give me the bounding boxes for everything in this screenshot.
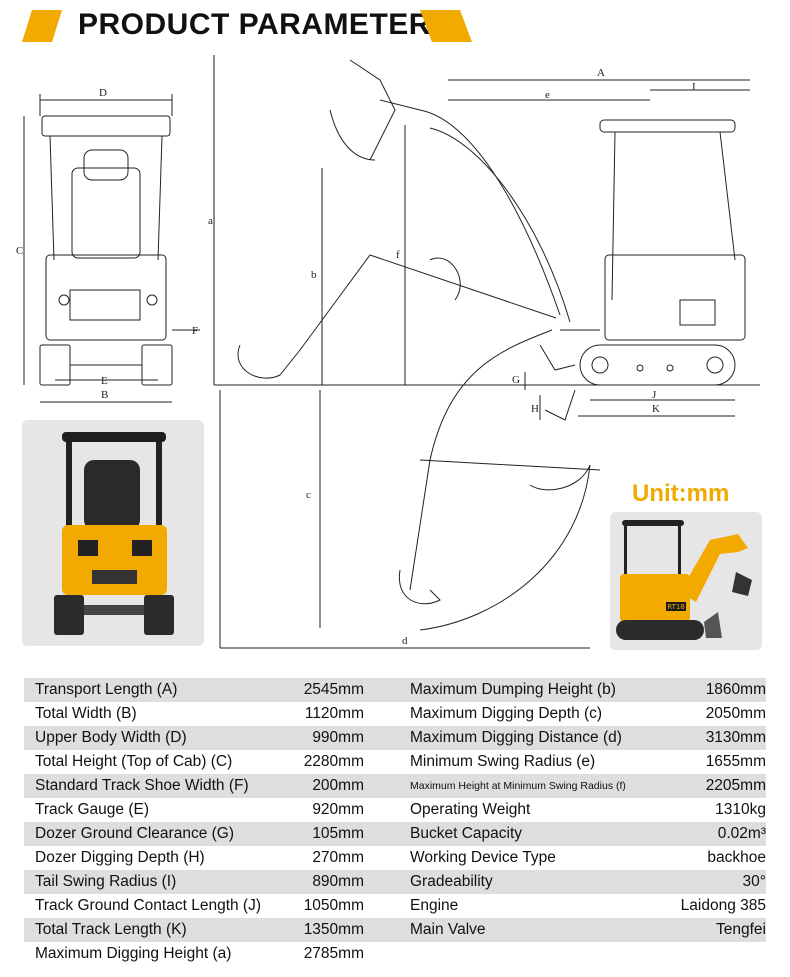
dim-label-c-lower: c: [306, 489, 311, 501]
table-row: Dozer Digging Depth (H) 270mm Working De…: [24, 846, 766, 870]
spec-label: Operating Weight: [410, 801, 531, 818]
spec-value: 30°: [742, 873, 766, 890]
model-badge: RT18: [667, 603, 685, 611]
table-row: Standard Track Shoe Width (F) 200mm Maxi…: [24, 774, 766, 798]
dim-label-f-upper: F: [192, 325, 198, 337]
spec-value: backhoe: [707, 849, 766, 866]
dim-label-f-lower: f: [396, 249, 400, 261]
side-view-drawing: [213, 55, 760, 649]
dim-label-i-upper: I: [692, 81, 696, 93]
spec-value: 2050mm: [705, 705, 766, 722]
table-row: Track Ground Contact Length (J) 1050mm E…: [24, 894, 766, 918]
spec-label: Maximum Digging Depth (c): [410, 705, 603, 722]
spec-value: 0.02m³: [717, 825, 766, 842]
dim-label-h-upper: H: [531, 403, 539, 415]
product-photo-side: RT18: [610, 512, 762, 650]
spec-label: Track Gauge (E): [35, 801, 149, 818]
spec-label: Engine: [410, 897, 459, 914]
spec-label: Main Valve: [410, 921, 486, 938]
unit-label: Unit:mm: [632, 480, 730, 507]
excavator-side-image: RT18: [610, 512, 762, 650]
excavator-rear-image: [22, 420, 204, 646]
header-accent-right: [420, 10, 472, 42]
spec-label: Minimum Swing Radius (e): [410, 753, 596, 770]
spec-value: 2785mm: [303, 945, 364, 962]
table-row: Total Track Length (K) 1350mm Main Valve…: [24, 918, 766, 942]
table-row: Total Height (Top of Cab) (C) 2280mm Min…: [24, 750, 766, 774]
header-accent-left: [22, 10, 62, 42]
spec-value: 3130mm: [705, 729, 766, 746]
spec-value: 270mm: [312, 849, 364, 866]
spec-label: Upper Body Width (D): [35, 729, 187, 746]
dim-label-b-upper: B: [101, 389, 108, 401]
spec-value: 1310kg: [715, 801, 766, 818]
dim-label-k-upper: K: [652, 403, 660, 415]
spec-label: Maximum Dumping Height (b): [410, 681, 616, 698]
spec-label: Transport Length (A): [35, 681, 178, 698]
spec-label: Tail Swing Radius (I): [35, 873, 177, 890]
spec-value: 2205mm: [705, 777, 766, 794]
table-row: Maximum Digging Height (a) 2785mm: [24, 942, 766, 966]
dim-label-j-upper: J: [652, 389, 657, 401]
spec-value: 2545mm: [303, 681, 364, 698]
spec-value: 1860mm: [705, 681, 766, 698]
spec-label: Dozer Ground Clearance (G): [35, 825, 234, 842]
spec-label: Bucket Capacity: [410, 825, 522, 842]
front-view-drawing: [23, 94, 200, 403]
table-row: Tail Swing Radius (I) 890mm Gradeability…: [24, 870, 766, 894]
spec-label: Track Ground Contact Length (J): [35, 897, 261, 914]
dim-label-a-upper: A: [597, 67, 605, 79]
dim-label-g-upper: G: [512, 374, 520, 386]
dim-label-c-upper: C: [16, 245, 23, 257]
spec-label: Total Height (Top of Cab) (C): [35, 753, 233, 770]
spec-label: Maximum Digging Distance (d): [410, 729, 622, 746]
table-row: Upper Body Width (D) 990mm Maximum Diggi…: [24, 726, 766, 750]
product-photo-rear: [22, 420, 204, 646]
table-row: Dozer Ground Clearance (G) 105mm Bucket …: [24, 822, 766, 846]
spec-value: Tengfei: [716, 921, 766, 938]
spec-label: Total Track Length (K): [35, 921, 187, 938]
page-title: PRODUCT PARAMETER: [78, 8, 431, 41]
spec-value: 200mm: [312, 777, 364, 794]
spec-label: Maximum Height at Minimum Swing Radius (…: [410, 780, 626, 792]
dim-label-b-lower: b: [311, 269, 317, 281]
table-row: Transport Length (A) 2545mm Maximum Dump…: [24, 678, 766, 702]
spec-label: Working Device Type: [410, 849, 556, 866]
header: PRODUCT PARAMETER: [0, 0, 790, 52]
dim-label-e-lower: e: [545, 89, 550, 101]
spec-value: 890mm: [312, 873, 364, 890]
table-row: Total Width (B) 1120mm Maximum Digging D…: [24, 702, 766, 726]
spec-value: 105mm: [312, 825, 364, 842]
spec-label: Total Width (B): [35, 705, 137, 722]
spec-label: Gradeability: [410, 873, 493, 890]
dim-label-d-upper: D: [99, 87, 107, 99]
dim-label-a-lower: a: [208, 215, 213, 227]
spec-table: Transport Length (A) 2545mm Maximum Dump…: [24, 678, 766, 966]
spec-value: 2280mm: [303, 753, 364, 770]
spec-label: Standard Track Shoe Width (F): [35, 777, 249, 794]
dim-label-e-upper: E: [101, 375, 108, 387]
table-row: Track Gauge (E) 920mm Operating Weight 1…: [24, 798, 766, 822]
spec-value: 1655mm: [705, 753, 766, 770]
spec-value: 1350mm: [303, 921, 364, 938]
spec-value: 920mm: [312, 801, 364, 818]
spec-label: Maximum Digging Height (a): [35, 945, 232, 962]
spec-value: 1050mm: [303, 897, 364, 914]
dim-label-d-lower: d: [402, 635, 408, 647]
spec-value: Laidong 385: [680, 897, 766, 914]
spec-label: Dozer Digging Depth (H): [35, 849, 205, 866]
dimension-diagram: D C F E B A e I a b f G J H K c d: [16, 55, 760, 649]
spec-value: 990mm: [312, 729, 364, 746]
spec-value: 1120mm: [304, 705, 364, 722]
